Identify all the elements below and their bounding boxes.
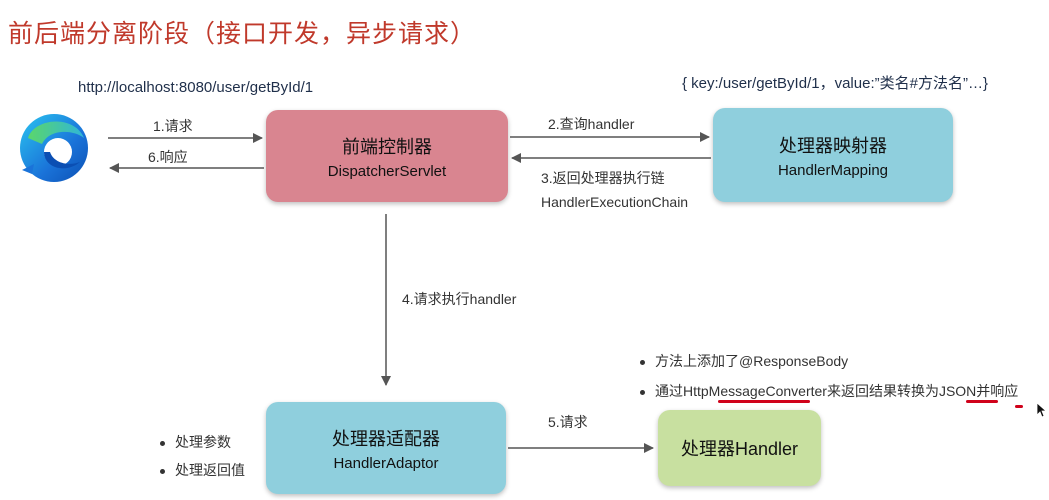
mapping-cn-label: 处理器映射器 bbox=[779, 135, 887, 156]
step-5-label: 5.请求 bbox=[548, 414, 588, 430]
underline-httpmessageconverter bbox=[718, 400, 810, 403]
dispatcher-servlet-box: 前端控制器 DispatcherServlet bbox=[266, 110, 508, 202]
underline-json bbox=[966, 400, 998, 403]
underline-dash bbox=[1015, 405, 1023, 408]
adaptor-note-return: 处理返回值 bbox=[160, 460, 245, 480]
handler-cn-label: 处理器Handler bbox=[680, 439, 799, 459]
adaptor-cn-label: 处理器适配器 bbox=[332, 428, 440, 449]
adaptor-note-text: 处理返回值 bbox=[175, 462, 245, 478]
bullet-dot bbox=[640, 389, 645, 395]
handler-note-converter: 通过HttpMessageConverter来返回结果转换为JSON并响应 bbox=[640, 381, 1018, 401]
bullet-dot bbox=[160, 468, 165, 474]
step-3-chain-label: HandlerExecutionChain bbox=[541, 194, 689, 210]
bullet-dot bbox=[160, 440, 165, 446]
mapping-en-label: HandlerMapping bbox=[777, 161, 889, 179]
step-2-label: 2.查询handler bbox=[548, 116, 635, 132]
edge-browser-icon bbox=[20, 114, 88, 182]
step-6-label: 6.响应 bbox=[148, 149, 188, 165]
mouse-cursor-icon bbox=[1036, 402, 1048, 418]
step-4-label: 4.请求执行handler bbox=[402, 291, 517, 307]
handler-adaptor-box: 处理器适配器 HandlerAdaptor bbox=[266, 402, 506, 494]
step-3-label: 3.返回处理器执行链 bbox=[541, 170, 665, 186]
handler-mapping-box: 处理器映射器 HandlerMapping bbox=[713, 108, 953, 202]
handler-box: 处理器Handler bbox=[658, 410, 821, 486]
bullet-dot bbox=[640, 359, 645, 365]
adaptor-note-text: 处理参数 bbox=[175, 434, 231, 450]
mapping-key-value-note: { key:/user/getById/1，value:”类名#方法名”…} bbox=[682, 75, 988, 92]
adaptor-note-params: 处理参数 bbox=[160, 432, 231, 452]
page-title: 前后端分离阶段（接口开发，异步请求） bbox=[8, 20, 477, 48]
handler-note-text: 通过HttpMessageConverter来返回结果转换为JSON并响应 bbox=[655, 383, 1019, 399]
request-url: http://localhost:8080/user/getById/1 bbox=[78, 79, 314, 96]
dispatcher-cn-label: 前端控制器 bbox=[342, 136, 432, 157]
handler-note-responsebody: 方法上添加了@ResponseBody bbox=[640, 351, 848, 371]
handler-note-text: 方法上添加了@ResponseBody bbox=[655, 353, 849, 369]
adaptor-en-label: HandlerAdaptor bbox=[333, 454, 439, 472]
step-1-label: 1.请求 bbox=[153, 118, 193, 134]
dispatcher-en-label: DispatcherServlet bbox=[327, 162, 447, 180]
